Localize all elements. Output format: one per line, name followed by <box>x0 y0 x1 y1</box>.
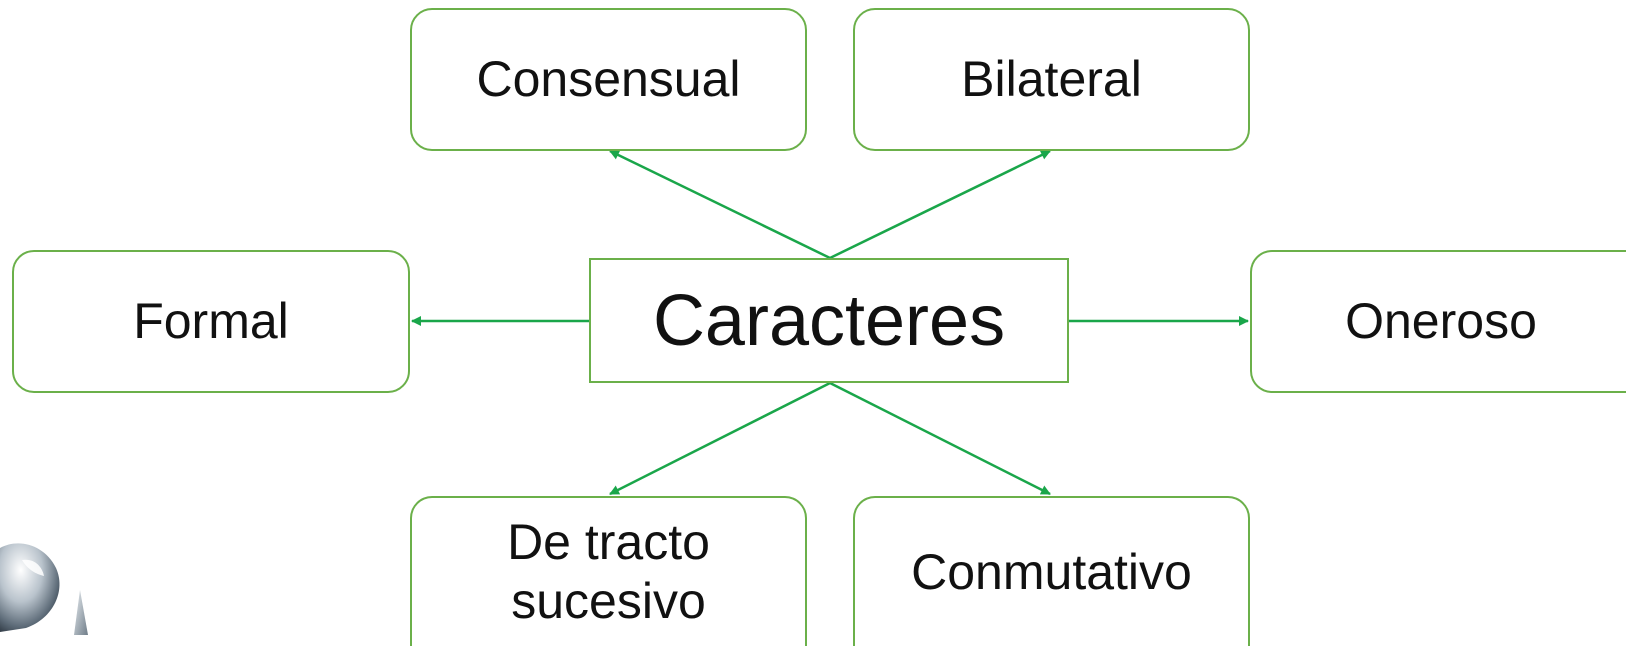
arrow-to-bilateral <box>829 149 1051 260</box>
center-node-label: Caracteres <box>652 280 1006 361</box>
center-node: Caracteres <box>589 258 1069 383</box>
node-oneroso-label: Oneroso <box>1345 293 1537 349</box>
partial-logo-icon <box>0 543 88 635</box>
node-formal: Formal <box>12 250 410 393</box>
node-de-tracto-sucesivo: De tracto sucesivo <box>410 496 807 646</box>
node-consensual: Consensual <box>410 8 807 151</box>
arrow-to-conmutativo <box>829 381 1051 496</box>
node-consensual-label: Consensual <box>476 51 741 107</box>
node-conmutativo: Conmutativo <box>853 496 1250 646</box>
node-bilateral: Bilateral <box>853 8 1250 151</box>
node-conmutativo-label: Conmutativo <box>911 543 1192 600</box>
node-tracto-line2: sucesivo <box>511 573 706 629</box>
arrow-to-tracto <box>609 381 831 496</box>
arrow-to-consensual <box>609 149 831 260</box>
node-oneroso: Oneroso <box>1250 250 1626 393</box>
node-tracto-line1: De tracto <box>507 514 710 570</box>
node-formal-label: Formal <box>133 293 289 349</box>
node-bilateral-label: Bilateral <box>961 51 1142 107</box>
